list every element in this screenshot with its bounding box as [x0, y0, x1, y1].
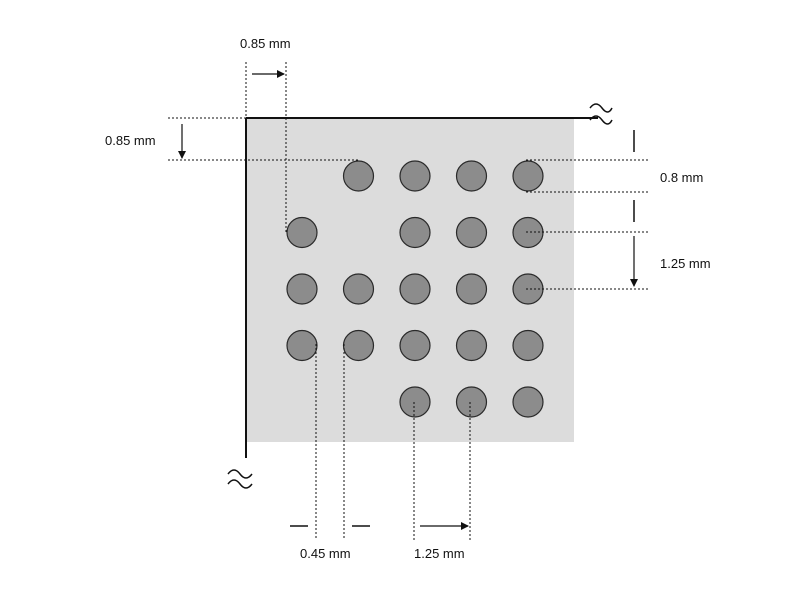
solder-ball-r2-c1: [286, 216, 318, 249]
solder-ball-r3-c4: [455, 273, 488, 305]
ball-diameter-label: 0.8 mm: [660, 170, 703, 185]
solder-ball-r4-c2: [342, 329, 375, 362]
solder-ball-array: [286, 160, 544, 418]
solder-ball-r3-c1: [286, 273, 318, 305]
gap-label: 0.45 mm: [300, 546, 351, 561]
solder-ball-r1-c2: [342, 160, 375, 192]
vertical-pitch-label: 1.25 mm: [660, 256, 711, 271]
solder-ball-r3-c3: [399, 273, 431, 305]
solder-ball-r3-c2: [342, 273, 375, 305]
solder-ball-r5-c5: [512, 386, 544, 418]
solder-ball-r4-c4: [455, 329, 488, 362]
solder-ball-r4-c3: [399, 329, 431, 362]
solder-ball-r4-c5: [512, 329, 544, 362]
solder-ball-r4-c1: [286, 329, 318, 362]
solder-ball-r5-c4: [455, 386, 488, 418]
horizontal-pitch-label: 1.25 mm: [414, 546, 465, 561]
solder-ball-r1-c3: [399, 160, 431, 192]
solder-ball-r1-c4: [455, 160, 488, 192]
solder-ball-r5-c3: [399, 386, 431, 418]
solder-ball-r1-c5: [512, 160, 544, 192]
top-pitch-label: 0.85 mm: [240, 36, 291, 51]
break-symbol-top-right: [589, 103, 613, 125]
break-symbol-bottom-left: [227, 469, 253, 489]
left-pitch-label: 0.85 mm: [105, 133, 156, 148]
solder-ball-r2-c4: [455, 216, 488, 249]
solder-ball-r2-c3: [399, 216, 431, 249]
